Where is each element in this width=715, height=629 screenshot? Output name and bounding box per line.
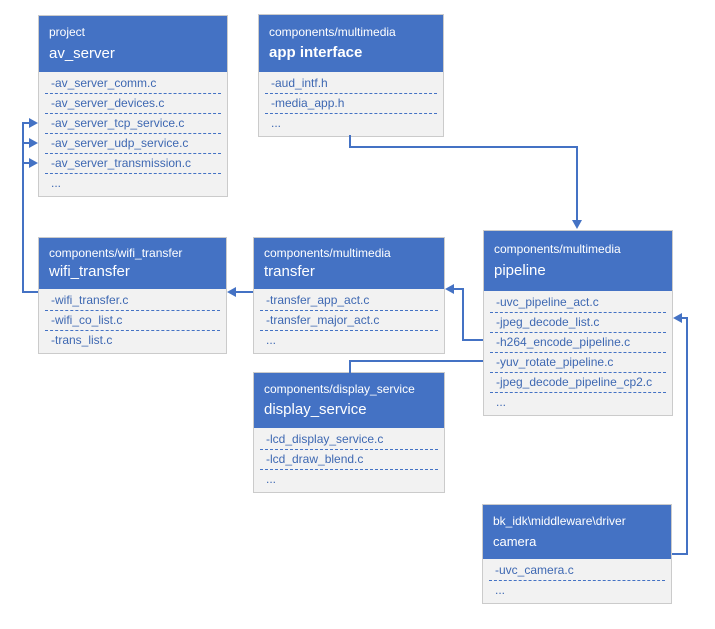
box-display-service-header: components/display_service display_servi… (254, 373, 444, 428)
file-item: -h264_encode_pipeline.c (490, 333, 666, 353)
box-av-server-path: project (49, 25, 86, 40)
file-item-ellipsis: ... (266, 472, 277, 486)
file-item-ellipsis: ... (496, 395, 507, 409)
connector-segment (462, 339, 483, 341)
arrowhead-left-icon (227, 287, 236, 297)
file-item: -wifi_transfer.c (45, 291, 220, 311)
connector-segment (22, 122, 24, 293)
file-item: -jpeg_decode_list.c (490, 313, 666, 333)
file-item: -lcd_draw_blend.c (260, 450, 438, 470)
box-display-service-body: -lcd_display_service.c -lcd_draw_blend.c… (254, 428, 444, 492)
file-item: -wifi_co_list.c (45, 311, 220, 331)
file-item: -uvc_camera.c (489, 561, 665, 581)
file-item: -jpeg_decode_pipeline_cp2.c (490, 373, 666, 393)
file-item: -aud_intf.h (265, 74, 437, 94)
box-app-interface-body: -aud_intf.h -media_app.h ... (259, 72, 443, 136)
file-item: -av_server_udp_service.c (45, 134, 221, 154)
box-wifi-transfer-title: wifi_transfer (49, 263, 130, 281)
file-item: -lcd_display_service.c (260, 430, 438, 450)
arrowhead-left-icon (673, 313, 682, 323)
file-item: -yuv_rotate_pipeline.c (490, 353, 666, 373)
box-display-service: components/display_service display_servi… (253, 372, 445, 493)
box-display-service-title: display_service (264, 401, 367, 418)
box-transfer: components/multimedia transfer -transfer… (253, 237, 445, 354)
box-pipeline-path: components/multimedia (494, 241, 621, 256)
box-camera-title: camera (493, 533, 537, 549)
box-app-interface-path: components/multimedia (269, 24, 396, 39)
arrowhead-right-icon (29, 118, 38, 128)
connector-segment (686, 317, 688, 555)
box-transfer-title: transfer (264, 263, 315, 281)
file-item: -av_server_comm.c (45, 74, 221, 94)
box-transfer-path: components/multimedia (264, 245, 391, 260)
connector-segment (22, 142, 30, 144)
box-app-interface: components/multimedia app interface -aud… (258, 14, 444, 137)
box-pipeline-title: pipeline (494, 262, 546, 280)
arrowhead-right-icon (29, 158, 38, 168)
connector-segment (349, 146, 578, 148)
file-item-ellipsis: ... (266, 333, 277, 347)
connector-segment (462, 288, 464, 341)
box-transfer-header: components/multimedia transfer (254, 238, 444, 289)
file-item: -uvc_pipeline_act.c (490, 293, 666, 313)
box-av-server-header: project av_server (39, 16, 227, 72)
box-pipeline-body: -uvc_pipeline_act.c -jpeg_decode_list.c … (484, 291, 672, 415)
box-app-interface-title: app interface (269, 44, 363, 62)
box-wifi-transfer-header: components/wifi_transfer wifi_transfer (39, 238, 226, 289)
box-app-interface-header: components/multimedia app interface (259, 15, 443, 72)
file-item: -transfer_major_act.c (260, 311, 438, 331)
box-camera-body: -uvc_camera.c ... (483, 559, 671, 603)
arrowhead-down-icon (572, 220, 582, 229)
connector-segment (349, 360, 483, 362)
file-item: -av_server_devices.c (45, 94, 221, 114)
box-av-server-body: -av_server_comm.c -av_server_devices.c -… (39, 72, 227, 196)
file-item-ellipsis: ... (495, 583, 506, 597)
arrowhead-left-icon (445, 284, 454, 294)
box-wifi-transfer-path: components/wifi_transfer (49, 245, 183, 260)
file-item-ellipsis: ... (51, 176, 62, 190)
box-pipeline-header: components/multimedia pipeline (484, 231, 672, 291)
file-item: -media_app.h (265, 94, 437, 114)
connector-segment (453, 288, 463, 290)
box-av-server-title: av_server (49, 44, 115, 62)
file-item: -av_server_tcp_service.c (45, 114, 221, 134)
connector-segment (22, 291, 38, 293)
box-wifi-transfer-body: -wifi_transfer.c -wifi_co_list.c -trans_… (39, 289, 226, 353)
box-transfer-body: -transfer_app_act.c -transfer_major_act.… (254, 289, 444, 353)
file-item: -av_server_transmission.c (45, 154, 221, 174)
connector-segment (22, 122, 30, 124)
file-item: -transfer_app_act.c (260, 291, 438, 311)
box-camera-header: bk_idk\middleware\driver camera (483, 505, 671, 559)
file-item: -trans_list.c (51, 333, 113, 347)
connector-segment (236, 291, 253, 293)
box-wifi-transfer: components/wifi_transfer wifi_transfer -… (38, 237, 227, 354)
file-item-ellipsis: ... (271, 116, 282, 130)
box-pipeline: components/multimedia pipeline -uvc_pipe… (483, 230, 673, 416)
box-display-service-path: components/display_service (264, 382, 415, 396)
connector-segment (22, 162, 30, 164)
box-camera-path: bk_idk\middleware\driver (493, 514, 626, 529)
box-camera: bk_idk\middleware\driver camera -uvc_cam… (482, 504, 672, 604)
connector-segment (672, 553, 688, 555)
connector-segment (680, 317, 688, 319)
box-av-server: project av_server -av_server_comm.c -av_… (38, 15, 228, 197)
arrowhead-right-icon (29, 138, 38, 148)
connector-segment (576, 146, 578, 221)
